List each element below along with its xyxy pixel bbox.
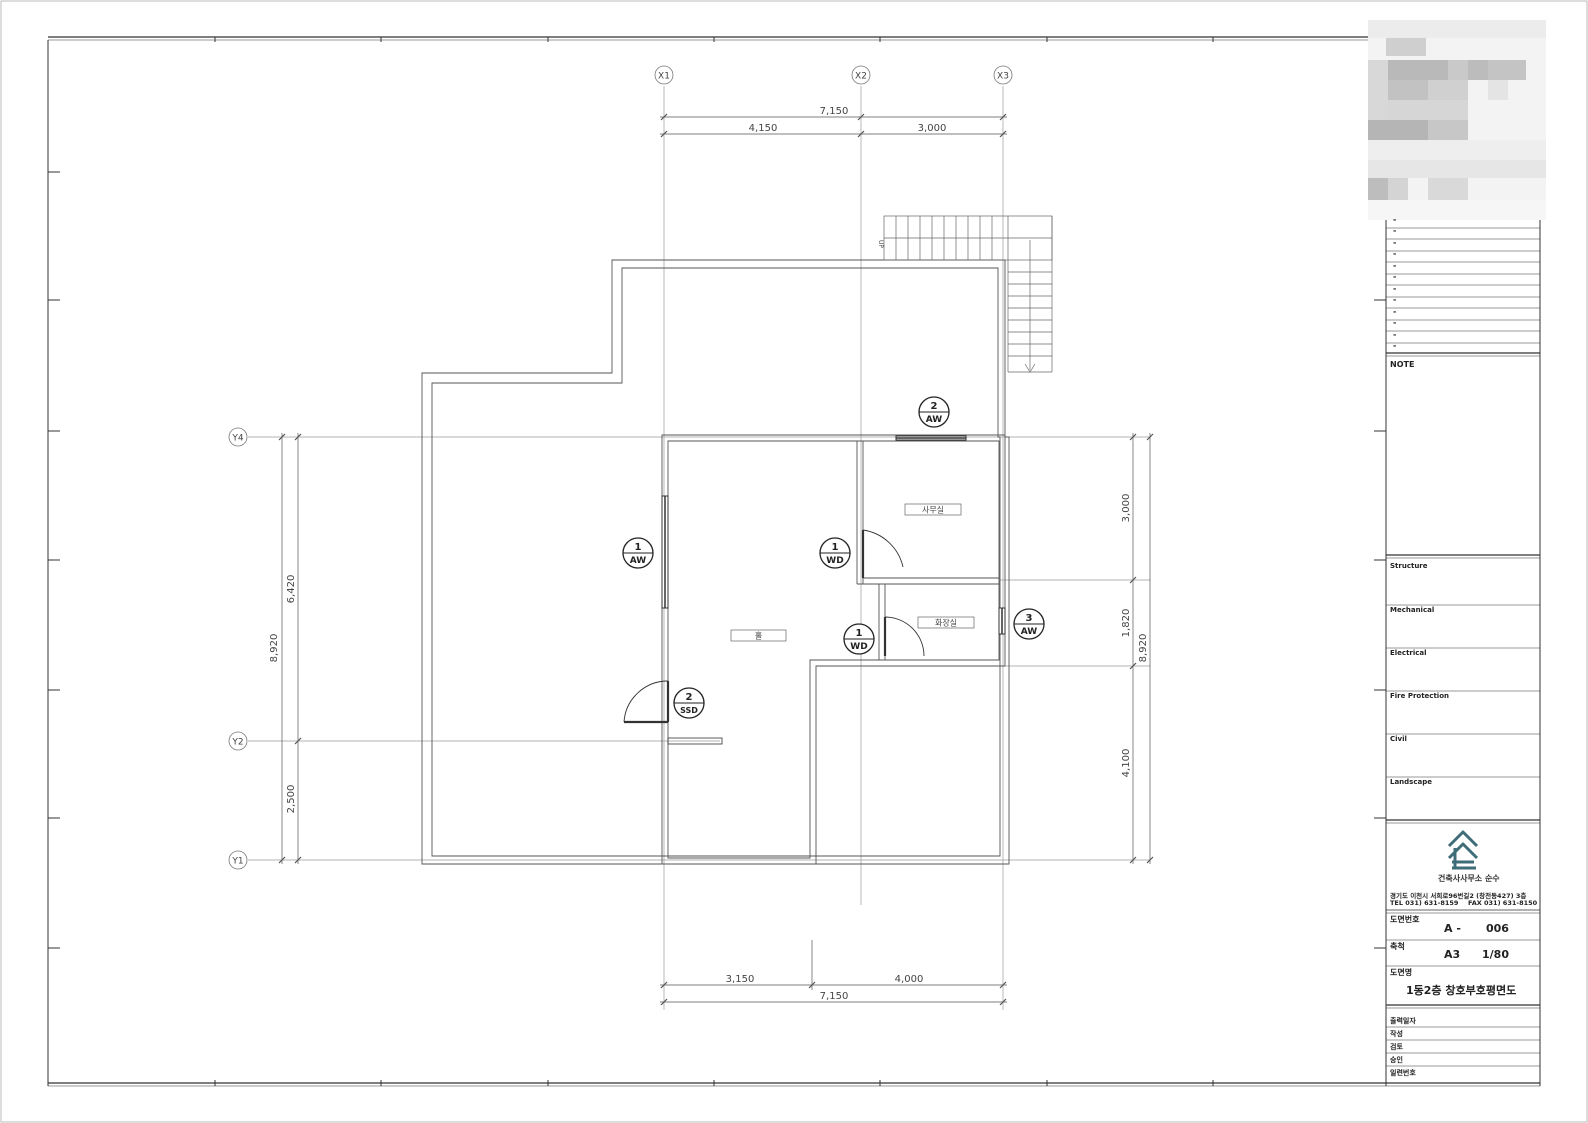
- discipline-fire-protection: Fire Protection: [1390, 692, 1449, 700]
- svg-text:X2: X2: [855, 72, 867, 82]
- svg-text:1: 1: [635, 542, 642, 553]
- titleblock-lines: [1386, 227, 1540, 1067]
- svg-text:AW: AW: [1021, 627, 1038, 637]
- note-label: NOTE: [1390, 360, 1415, 369]
- drawing-number-label: 도면번호: [1390, 915, 1420, 924]
- grid-lines: [248, 86, 1150, 1010]
- room-office: 사무실: [922, 505, 944, 515]
- revision-mark: -: [1393, 272, 1397, 281]
- firm-address: 경기도 이천시 서희로96번길2 (창전동427) 3층: [1390, 892, 1527, 900]
- svg-text:AW: AW: [630, 556, 647, 566]
- svg-text:AW: AW: [926, 415, 943, 425]
- dim-top-right: 3,000: [918, 123, 947, 134]
- dim-top-overall: 7,150: [820, 106, 849, 117]
- windows: [661, 435, 1006, 635]
- revision-mark: -: [1393, 226, 1397, 235]
- discipline-civil: Civil: [1390, 735, 1407, 743]
- dim-right-top: 3,000: [1121, 494, 1132, 523]
- tag-1-aw: 1 AW: [622, 537, 654, 569]
- tag-2-aw: 2 AW: [918, 396, 950, 428]
- drawing-number: 006: [1486, 922, 1509, 935]
- tag-1-wd-office: 1 WD: [819, 537, 851, 569]
- grid-bubble-y4: Y4: [228, 427, 248, 447]
- tag-2-ssd: 2 SSD: [673, 687, 705, 719]
- sign-checked: 검토: [1390, 1043, 1403, 1051]
- svg-text:Y4: Y4: [231, 434, 243, 444]
- room-hall: 홀: [755, 631, 762, 641]
- grid-bubble-x1: X1: [654, 65, 674, 85]
- grid-bubble-x3: X3: [993, 65, 1013, 85]
- scale-label: 축척: [1390, 942, 1405, 951]
- dim-left-upper: 6,420: [286, 575, 297, 604]
- svg-text:Y2: Y2: [231, 738, 243, 748]
- svg-text:WD: WD: [850, 642, 867, 652]
- grid-bubble-x2: X2: [851, 65, 871, 85]
- svg-text:1: 1: [856, 628, 863, 639]
- firm-tel: TEL 031) 631-8159: [1390, 899, 1459, 907]
- svg-text:1: 1: [832, 542, 839, 553]
- revision-mark: -: [1393, 295, 1397, 304]
- revision-mark: -: [1393, 307, 1397, 316]
- firm-logo: [1447, 830, 1479, 870]
- firm-fax: FAX 031) 631-8150: [1468, 899, 1538, 907]
- room-labels: 홀 사무실 화장실: [730, 503, 975, 642]
- discipline-electrical: Electrical: [1390, 649, 1427, 657]
- svg-text:SSD: SSD: [680, 706, 698, 715]
- sign-drawn: 작성: [1390, 1030, 1403, 1038]
- exterior-stair: [883, 215, 1053, 373]
- sign-print-date: 출력일자: [1390, 1017, 1416, 1025]
- drawing-name-label: 도면명: [1390, 968, 1413, 977]
- grid-bubble-y1: Y1: [228, 850, 248, 870]
- revision-mark: -: [1393, 284, 1397, 293]
- dimension-lines: [278, 113, 1154, 1006]
- stair-up-label: UP: [877, 240, 884, 248]
- slab-outline: [421, 259, 1010, 865]
- doors: [623, 529, 925, 745]
- drawing-scale: 1/80: [1482, 948, 1509, 961]
- svg-text:Y1: Y1: [231, 857, 243, 867]
- tag-3-aw: 3 AW: [1013, 608, 1045, 640]
- dim-right-bottom: 4,100: [1121, 749, 1132, 778]
- discipline-mechanical: Mechanical: [1390, 606, 1435, 614]
- dim-right-mid: 1,820: [1121, 609, 1132, 638]
- svg-text:2: 2: [931, 401, 938, 412]
- dimension-text: 7,150 4,150 3,000 3,150 4,000 7,150 8,92…: [269, 106, 1149, 1002]
- paper-size: A3: [1444, 948, 1461, 961]
- revision-mark: -: [1393, 215, 1397, 224]
- room-toilet: 화장실: [935, 618, 957, 628]
- discipline-landscape: Landscape: [1390, 778, 1432, 786]
- building-walls: [661, 434, 1006, 865]
- drawing-name: 1동2층 창호부호평면도: [1406, 984, 1517, 997]
- drawing-number-prefix: A -: [1444, 922, 1461, 935]
- blurred-stamp-image: [1368, 20, 1546, 220]
- grid-bubble-y2: Y2: [228, 731, 248, 751]
- tag-1-wd-toilet: 1 WD: [843, 623, 875, 655]
- svg-text:3: 3: [1026, 613, 1033, 624]
- dim-top-left: 4,150: [749, 123, 778, 134]
- dim-bottom-right: 4,000: [895, 974, 924, 985]
- dim-bottom-left: 3,150: [726, 974, 755, 985]
- dim-right-overall: 8,920: [1138, 634, 1149, 663]
- svg-text:X1: X1: [658, 72, 670, 82]
- svg-text:2: 2: [686, 692, 693, 703]
- revision-mark: -: [1393, 238, 1397, 247]
- discipline-structure: Structure: [1390, 562, 1428, 570]
- revision-mark: -: [1393, 249, 1397, 258]
- dim-bottom-overall: 7,150: [820, 991, 849, 1002]
- svg-text:X3: X3: [997, 72, 1009, 82]
- dim-left-lower: 2,500: [286, 785, 297, 814]
- revision-mark: -: [1393, 261, 1397, 270]
- revision-mark: -: [1393, 318, 1397, 327]
- revision-mark: -: [1393, 341, 1397, 350]
- drawing-frame: [47, 36, 1541, 1087]
- sign-approved: 승인: [1390, 1056, 1403, 1064]
- firm-name: 건축사사무소 순수: [1438, 874, 1500, 883]
- dim-left-overall: 8,920: [269, 634, 280, 663]
- sign-serial-number: 일련번호: [1390, 1069, 1416, 1077]
- svg-text:WD: WD: [826, 556, 843, 566]
- revision-mark: -: [1393, 330, 1397, 339]
